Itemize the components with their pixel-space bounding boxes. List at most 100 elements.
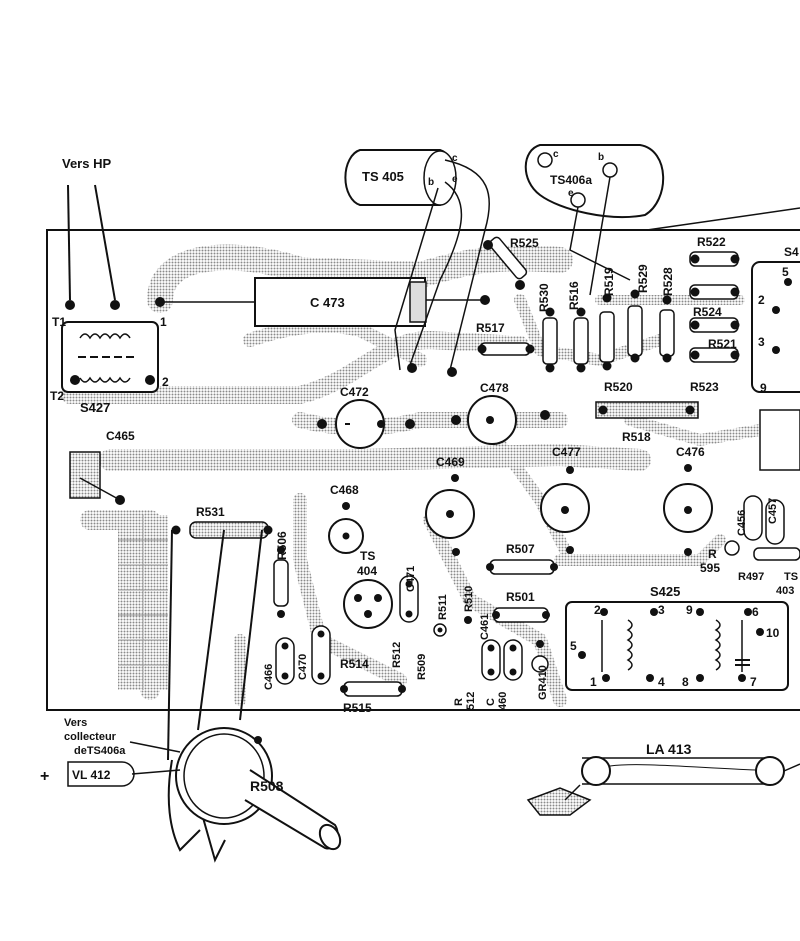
capacitor-c478 xyxy=(451,395,550,445)
r517-label: R517 xyxy=(476,321,505,335)
s425-pin-5: 5 xyxy=(570,639,577,653)
right-edge-parts xyxy=(724,409,800,561)
r511-label: R511 xyxy=(437,594,449,620)
resistor-r525 xyxy=(483,236,528,290)
resistor-cluster-pads xyxy=(545,289,672,373)
capacitor-c472 xyxy=(317,399,415,449)
r501-label: R501 xyxy=(506,590,535,604)
s427-pin2-label: 2 xyxy=(162,375,169,389)
r524-label: R524 xyxy=(693,305,722,319)
c471-label: C471 xyxy=(405,566,417,592)
capacitor-c473 xyxy=(254,277,490,327)
transformer-s4-partial xyxy=(751,261,800,393)
c478-label: C478 xyxy=(480,381,509,395)
s425-pin-1: 1 xyxy=(590,675,597,689)
c473-label: C 473 xyxy=(310,295,345,310)
collecteur-leader xyxy=(129,741,181,753)
c477-label: C477 xyxy=(552,445,581,459)
t2-label: T2 xyxy=(50,389,64,403)
resistor-r515 xyxy=(340,681,406,697)
capacitor-c466 xyxy=(275,637,295,685)
r512-label: R512 xyxy=(391,642,403,668)
gr410-label: GR410 xyxy=(537,665,549,700)
lamp-vl412 xyxy=(67,761,181,787)
r531-label: R531 xyxy=(196,505,225,519)
s4-partial-label: S4 xyxy=(784,245,799,259)
r529-label: R529 xyxy=(636,264,650,293)
c466-label: C466 xyxy=(263,664,275,690)
c469-label: C469 xyxy=(436,455,465,469)
transistor-ts404 xyxy=(343,579,393,629)
capacitor-c470 xyxy=(311,625,331,685)
c456-label: C456 xyxy=(736,510,748,536)
s425-pin-7: 7 xyxy=(750,675,757,689)
r512b-label: R512 xyxy=(453,692,477,710)
transformer-s425 xyxy=(565,601,789,691)
t1-label: T1 xyxy=(52,315,66,329)
c472-label: C472 xyxy=(340,385,369,399)
resistor-r506 xyxy=(273,546,289,618)
r509-label: R509 xyxy=(416,654,428,680)
r506-label: R506 xyxy=(275,531,289,560)
r530-label: R530 xyxy=(537,283,551,312)
c470-label: C470 xyxy=(297,654,309,680)
r523-label: R523 xyxy=(690,380,719,394)
c457-label: C457 xyxy=(767,498,779,524)
ts406-b-label: b xyxy=(598,152,604,163)
potentiometer-r508 xyxy=(167,529,342,863)
c460-label: C460 xyxy=(485,692,509,710)
capacitor-c460 xyxy=(503,639,523,681)
resistor-stack-pads xyxy=(690,254,740,360)
ts405-c-label: c xyxy=(452,153,458,164)
s4-pin-5: 5 xyxy=(782,265,789,279)
ts405-b-label: b xyxy=(428,177,434,188)
s427-label: S427 xyxy=(80,400,110,415)
ts405-label: TS 405 xyxy=(362,169,404,184)
board-outline xyxy=(46,229,800,711)
c461-label: C461 xyxy=(479,614,491,640)
r516-label: R516 xyxy=(567,281,581,310)
s4-pin-2: 2 xyxy=(758,293,765,307)
ts406-c-label: c xyxy=(553,149,559,160)
s425-pin-6: 6 xyxy=(752,605,759,619)
c465-label: C465 xyxy=(106,429,135,443)
vers-collecteur-label: Vers collecteur deTS406a xyxy=(64,717,126,757)
lamp-la413 xyxy=(526,756,800,816)
ts406-e-label: e xyxy=(568,188,574,199)
r497-label: R497 xyxy=(738,571,764,583)
capacitor-c471 xyxy=(399,575,419,623)
r508-label: R508 xyxy=(250,778,284,794)
capacitor-c477 xyxy=(540,466,590,554)
r528-label: R528 xyxy=(661,267,675,296)
s425-label: S425 xyxy=(650,584,680,599)
capacitor-c469 xyxy=(425,474,475,556)
r515-label: R515 xyxy=(343,701,372,715)
ts406a-label: TS406a xyxy=(550,173,592,187)
resistor-r531 xyxy=(171,521,273,539)
c468-label: C468 xyxy=(330,483,359,497)
r521-label: R521 xyxy=(708,337,737,351)
c476-label: C476 xyxy=(676,445,705,459)
capacitor-c476 xyxy=(663,464,713,556)
s427-pin1-label: 1 xyxy=(160,315,167,329)
r520-label: R520 xyxy=(604,380,633,394)
s425-pin-2: 2 xyxy=(594,603,601,617)
r507-label: R507 xyxy=(506,542,535,556)
r518-label: R518 xyxy=(622,430,651,444)
r525-label: R525 xyxy=(510,236,539,250)
s425-pin-9: 9 xyxy=(686,603,693,617)
s425-pin-10: 10 xyxy=(766,626,780,640)
heatsink-grid xyxy=(118,515,168,690)
la413-label: LA 413 xyxy=(646,741,692,757)
resistor-cluster-top xyxy=(542,305,675,365)
resistor-r518 xyxy=(595,401,699,419)
s4-pin-3: 3 xyxy=(758,335,765,349)
s425-pin-8: 8 xyxy=(682,675,689,689)
r514-label: R514 xyxy=(340,657,369,671)
transistor-ts405 xyxy=(344,149,491,377)
r522-label: R522 xyxy=(697,235,726,249)
